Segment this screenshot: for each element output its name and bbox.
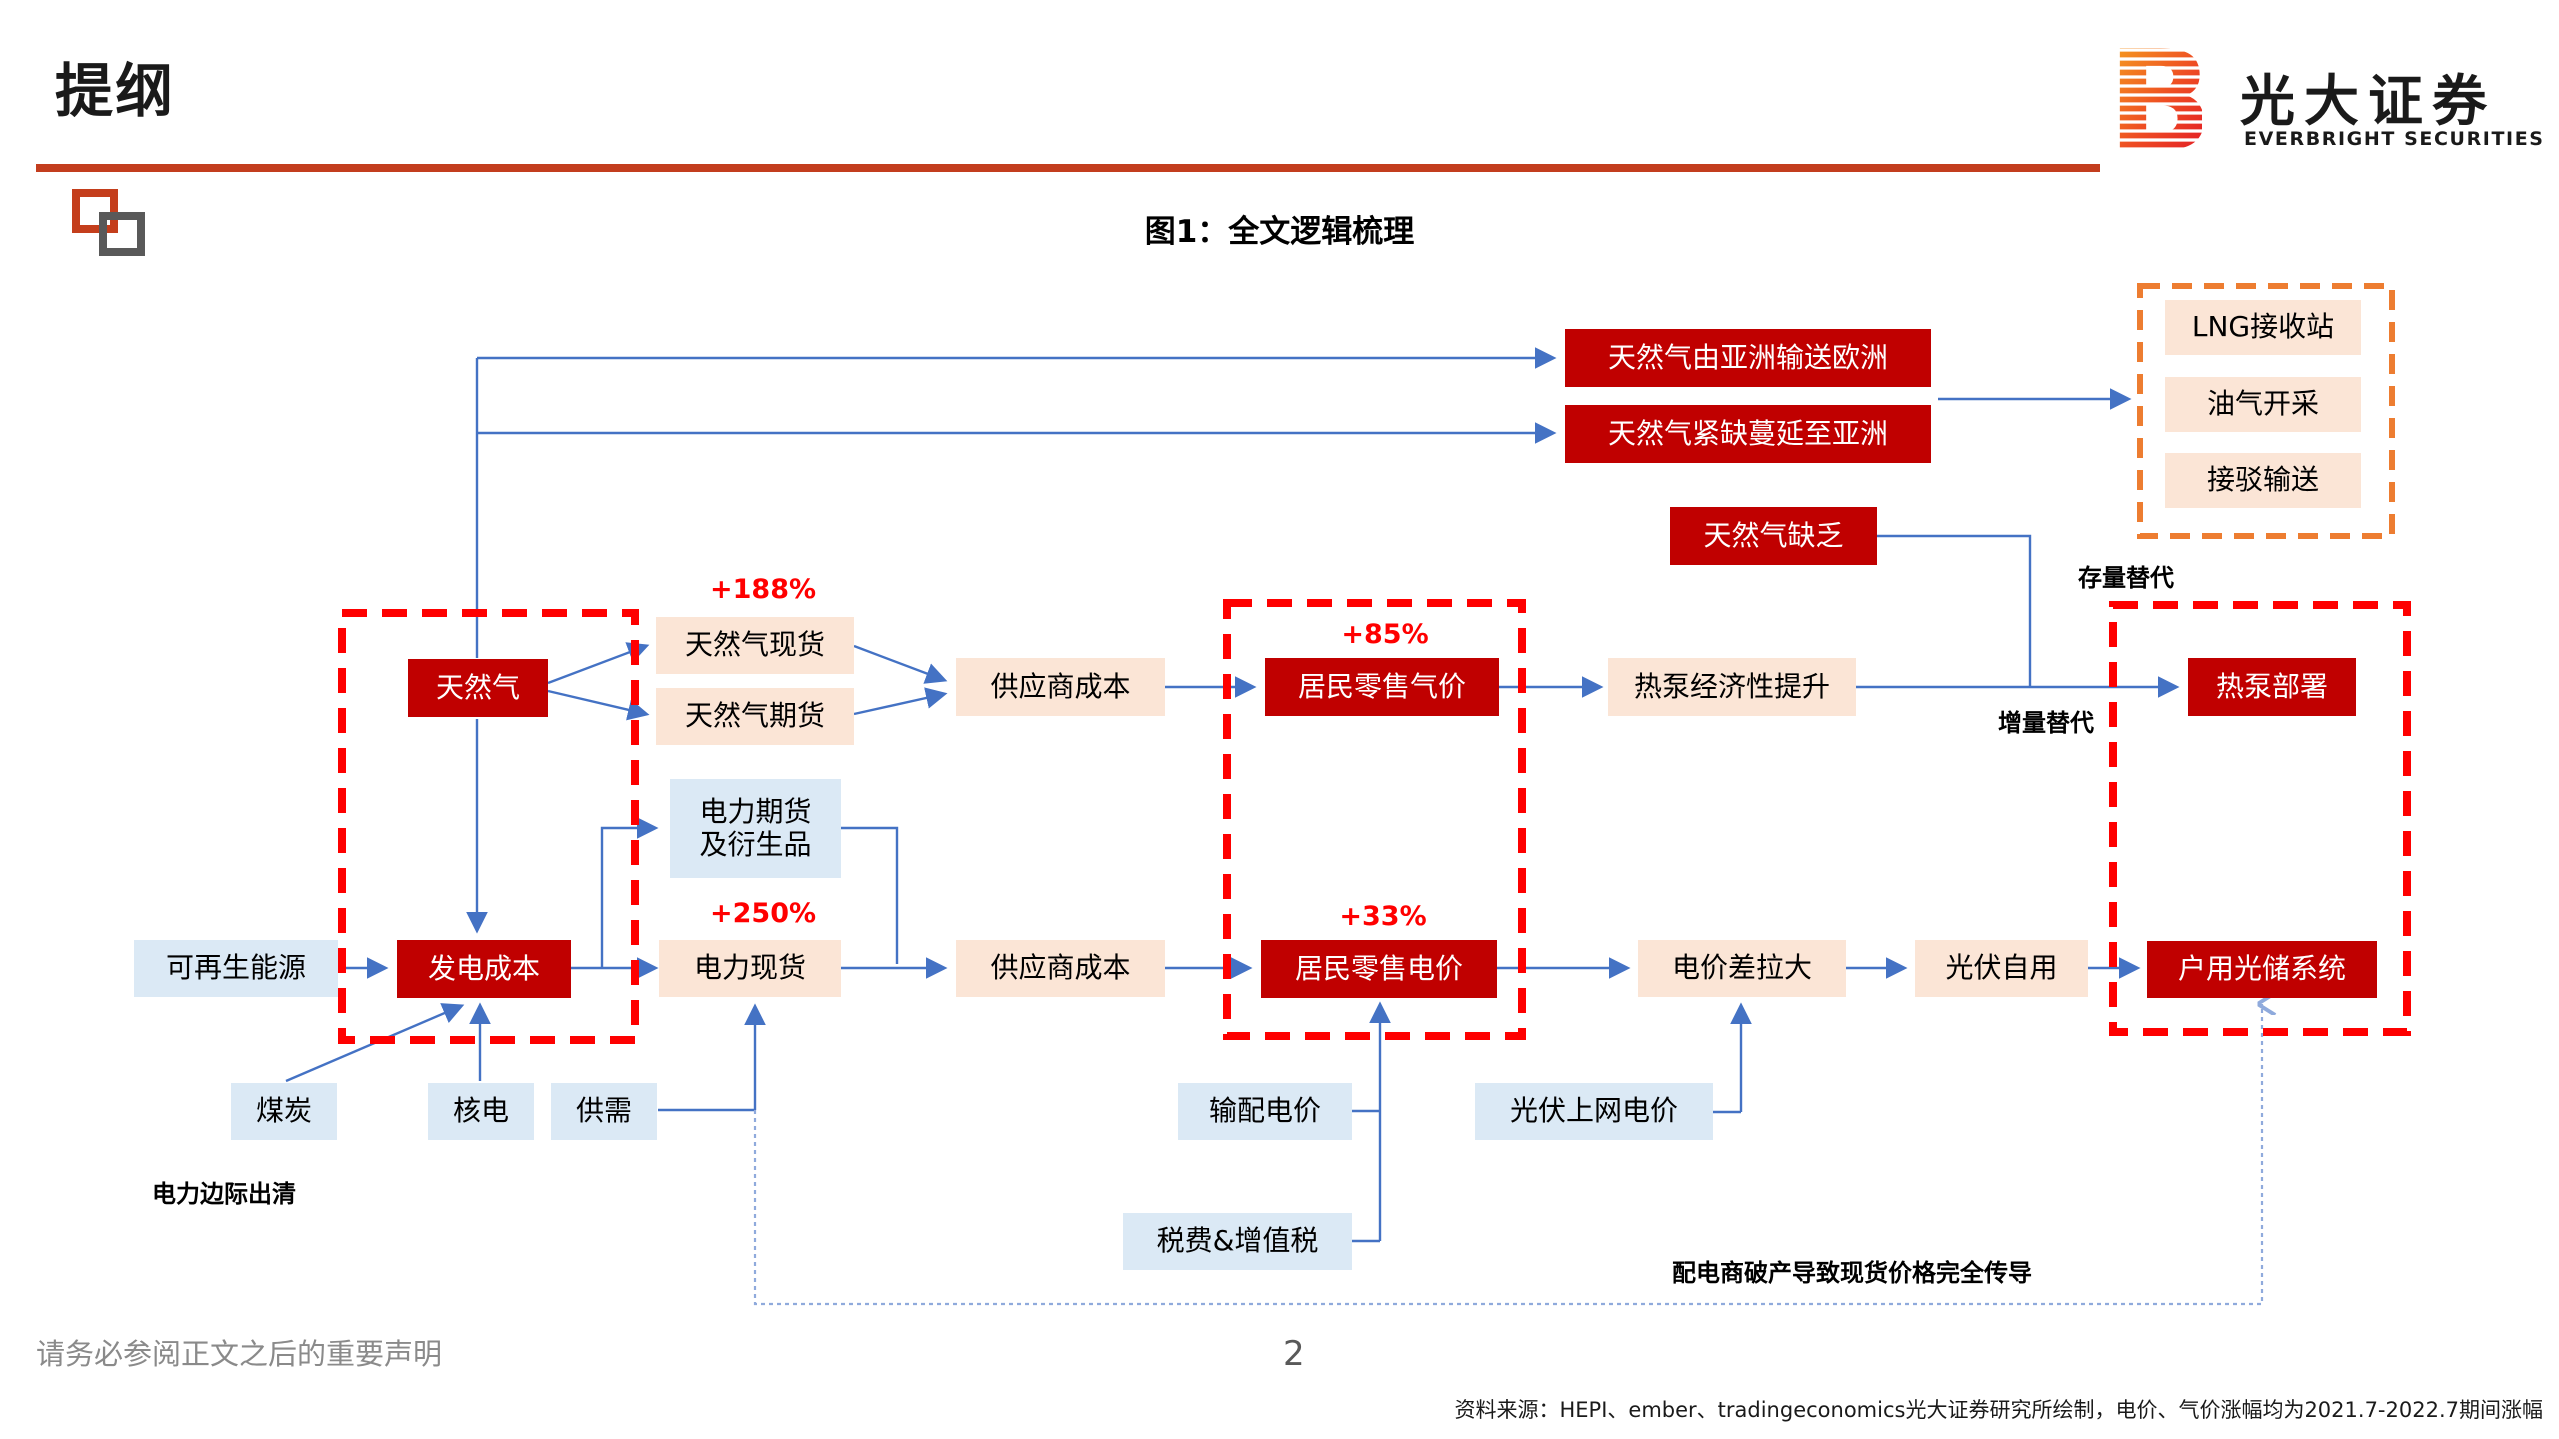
dashed-group-lng-supply xyxy=(2137,283,2395,539)
label-elec-spot-pct: +250% xyxy=(710,898,817,929)
source-line: 资料来源：HEPI、ember、tradingeconomics光大证券研究所绘… xyxy=(1454,1398,2543,1422)
node-nuclear: 核电 xyxy=(428,1083,534,1140)
arrow-gas-to-spot xyxy=(547,642,650,685)
line-elecfutures-join xyxy=(841,826,899,964)
node-supply-demand: 供需 xyxy=(551,1083,657,1140)
overlapping-squares-icon-gray xyxy=(99,212,145,256)
page-title: 提纲 xyxy=(55,57,176,125)
node-gas-futures: 天然气期货 xyxy=(656,688,854,745)
arrow-gencost-to-elecfutures xyxy=(600,817,659,968)
node-docking-transport: 接驳输送 xyxy=(2165,453,2361,508)
node-oil-gas-extraction: 油气开采 xyxy=(2165,377,2361,432)
node-tax-vat: 税费&增值税 xyxy=(1123,1213,1352,1270)
node-gen-cost: 发电成本 xyxy=(397,940,571,998)
everbright-b-mark-icon: B xyxy=(2116,42,2202,164)
node-transmission-price: 输配电价 xyxy=(1178,1083,1352,1140)
node-pv-self-use: 光伏自用 xyxy=(1915,940,2088,997)
arrow-futures-to-suppliercost xyxy=(853,687,948,716)
node-retail-gas-price: 居民零售气价 xyxy=(1265,658,1499,716)
node-elec-spot: 电力现货 xyxy=(659,940,841,997)
line-gaslack-to-junction xyxy=(1877,534,2032,687)
dotted-passthrough-line xyxy=(753,1004,2262,1306)
label-marginal-clearing: 电力边际出清 xyxy=(152,1180,296,1208)
title-divider-line xyxy=(36,164,2100,172)
logo-en-text: EVERBRIGHT SECURITIES xyxy=(2244,128,2545,150)
label-gas-retail-pct: +85% xyxy=(1341,619,1429,650)
node-lng-terminal: LNG接收站 xyxy=(2165,300,2361,355)
node-supplier-cost-gas: 供应商成本 xyxy=(956,658,1165,716)
node-renewables: 可再生能源 xyxy=(134,940,338,997)
label-elec-retail-pct: +33% xyxy=(1339,901,1427,932)
footer-disclaimer: 请务必参阅正文之后的重要声明 xyxy=(36,1337,443,1371)
label-incremental-replacement: 增量替代 xyxy=(1998,709,2094,737)
node-gas-shortage-asia: 天然气紧缺蔓延至亚洲 xyxy=(1565,405,1931,463)
label-gas-spot-pct: +188% xyxy=(710,574,817,605)
figure-title: 图1：全文逻辑梳理 xyxy=(1144,214,1415,250)
node-gas-to-europe: 天然气由亚洲输送欧洲 xyxy=(1565,329,1931,387)
everbright-logo: B xyxy=(2116,42,2202,168)
arrow-gas-to-futures xyxy=(547,689,650,721)
node-gas-lack: 天然气缺乏 xyxy=(1670,507,1877,565)
node-heatpump-economy: 热泵经济性提升 xyxy=(1608,658,1856,716)
node-pv-grid-price: 光伏上网电价 xyxy=(1475,1083,1713,1140)
node-elec-futures: 电力期货 及衍生品 xyxy=(670,779,841,878)
node-gas: 天然气 xyxy=(408,659,548,717)
node-coal: 煤炭 xyxy=(231,1083,337,1140)
overlapping-squares-icon-red xyxy=(72,189,118,233)
node-retail-elec-price: 居民零售电价 xyxy=(1261,940,1497,998)
arrow-spot-to-suppliercost xyxy=(853,644,948,684)
node-heatpump-deploy: 热泵部署 xyxy=(2188,658,2356,716)
node-price-gap: 电价差拉大 xyxy=(1638,940,1846,997)
node-home-pv-storage: 户用光储系统 xyxy=(2147,941,2377,998)
label-stock-replacement: 存量替代 xyxy=(2078,564,2174,592)
logo-cn-text: 光大证券 xyxy=(2240,69,2497,133)
label-full-passthrough: 配电商破产导致现货价格完全传导 xyxy=(1672,1259,2032,1287)
node-supplier-cost-elec: 供应商成本 xyxy=(956,940,1165,997)
node-gas-spot: 天然气现货 xyxy=(656,617,854,674)
page-number: 2 xyxy=(1283,1334,1305,1374)
